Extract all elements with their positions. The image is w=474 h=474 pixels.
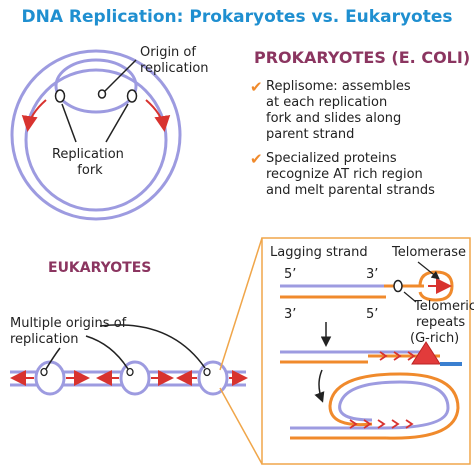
tloop-inner	[328, 372, 460, 440]
origin-pointer	[45, 347, 61, 370]
lagging-strand-label: Lagging strand	[270, 245, 368, 260]
fork-pointer-right	[105, 103, 129, 143]
origins-label: Multiple origins of replication	[10, 316, 130, 347]
eukaryote-bubble	[34, 360, 66, 396]
telomerase-oval	[393, 279, 403, 293]
fork-label: Replication fork	[52, 147, 128, 178]
tloop-chevrons	[349, 419, 414, 429]
fork-arrow-right	[145, 99, 171, 132]
telomeric-pointer	[403, 291, 417, 303]
telomerase-pointer	[417, 261, 440, 280]
zoom-line-top	[219, 237, 263, 371]
eukaryotes-heading: EUKARYOTES	[48, 260, 151, 276]
check-icon: ✔	[250, 78, 263, 96]
check-icon: ✔	[250, 150, 263, 168]
origin-marker	[97, 89, 107, 99]
prokaryotes-section: PROKARYOTES (E. COLI) ✔ Replisome: assem…	[250, 48, 470, 198]
prokaryote-diagram: Origin of replication Replication fork	[10, 45, 209, 221]
end-label-3-top: 3’	[366, 267, 378, 282]
fork-pointer-left	[61, 103, 77, 143]
bullet-1-text: Replisome: assembles at each replication…	[266, 79, 415, 142]
origin-pointer	[99, 324, 206, 369]
bullet-2-text: Specialized proteins recognize AT rich r…	[266, 151, 435, 198]
fork-arrow-left	[21, 99, 47, 132]
eukaryote-bubble	[119, 360, 151, 396]
origin-pointer	[85, 335, 129, 370]
telomeric-repeats-label: Telomeric repeats (G-rich)	[410, 299, 474, 346]
zoom-line-bottom	[219, 387, 263, 465]
fork-right-oval	[126, 89, 138, 103]
telomerase-label: Telomerase	[391, 245, 466, 260]
replication-bubble	[54, 58, 138, 114]
origin-marker	[40, 367, 48, 377]
telomere-panel: Lagging strand Telomerase 5’ 3’ 3’ 5’ Te…	[219, 237, 474, 465]
end-label-5-top: 5’	[284, 267, 296, 282]
origin-pointer	[103, 59, 137, 93]
step-arrow-2	[314, 369, 325, 403]
fork-left-oval	[54, 89, 66, 103]
origin-label: Origin of replication	[140, 45, 209, 76]
page-title: DNA Replication: Prokaryotes vs. Eukaryo…	[22, 7, 453, 27]
extension-chevrons	[379, 351, 416, 361]
inner-strand-ring	[24, 68, 168, 212]
end-label-5-bottom: 5’	[366, 307, 378, 322]
origin-marker	[126, 367, 134, 377]
primase-triangle	[411, 341, 441, 365]
origin-marker	[203, 367, 211, 377]
tloop-outer	[338, 380, 450, 430]
eukaryotes-section: EUKARYOTES Multiple origins of replicati…	[10, 260, 248, 396]
outer-strand-ring	[10, 49, 182, 221]
end-label-3-bottom: 3’	[284, 307, 296, 322]
eukaryote-bubble	[197, 360, 229, 396]
prokaryotes-heading: PROKARYOTES (E. COLI)	[254, 48, 470, 67]
